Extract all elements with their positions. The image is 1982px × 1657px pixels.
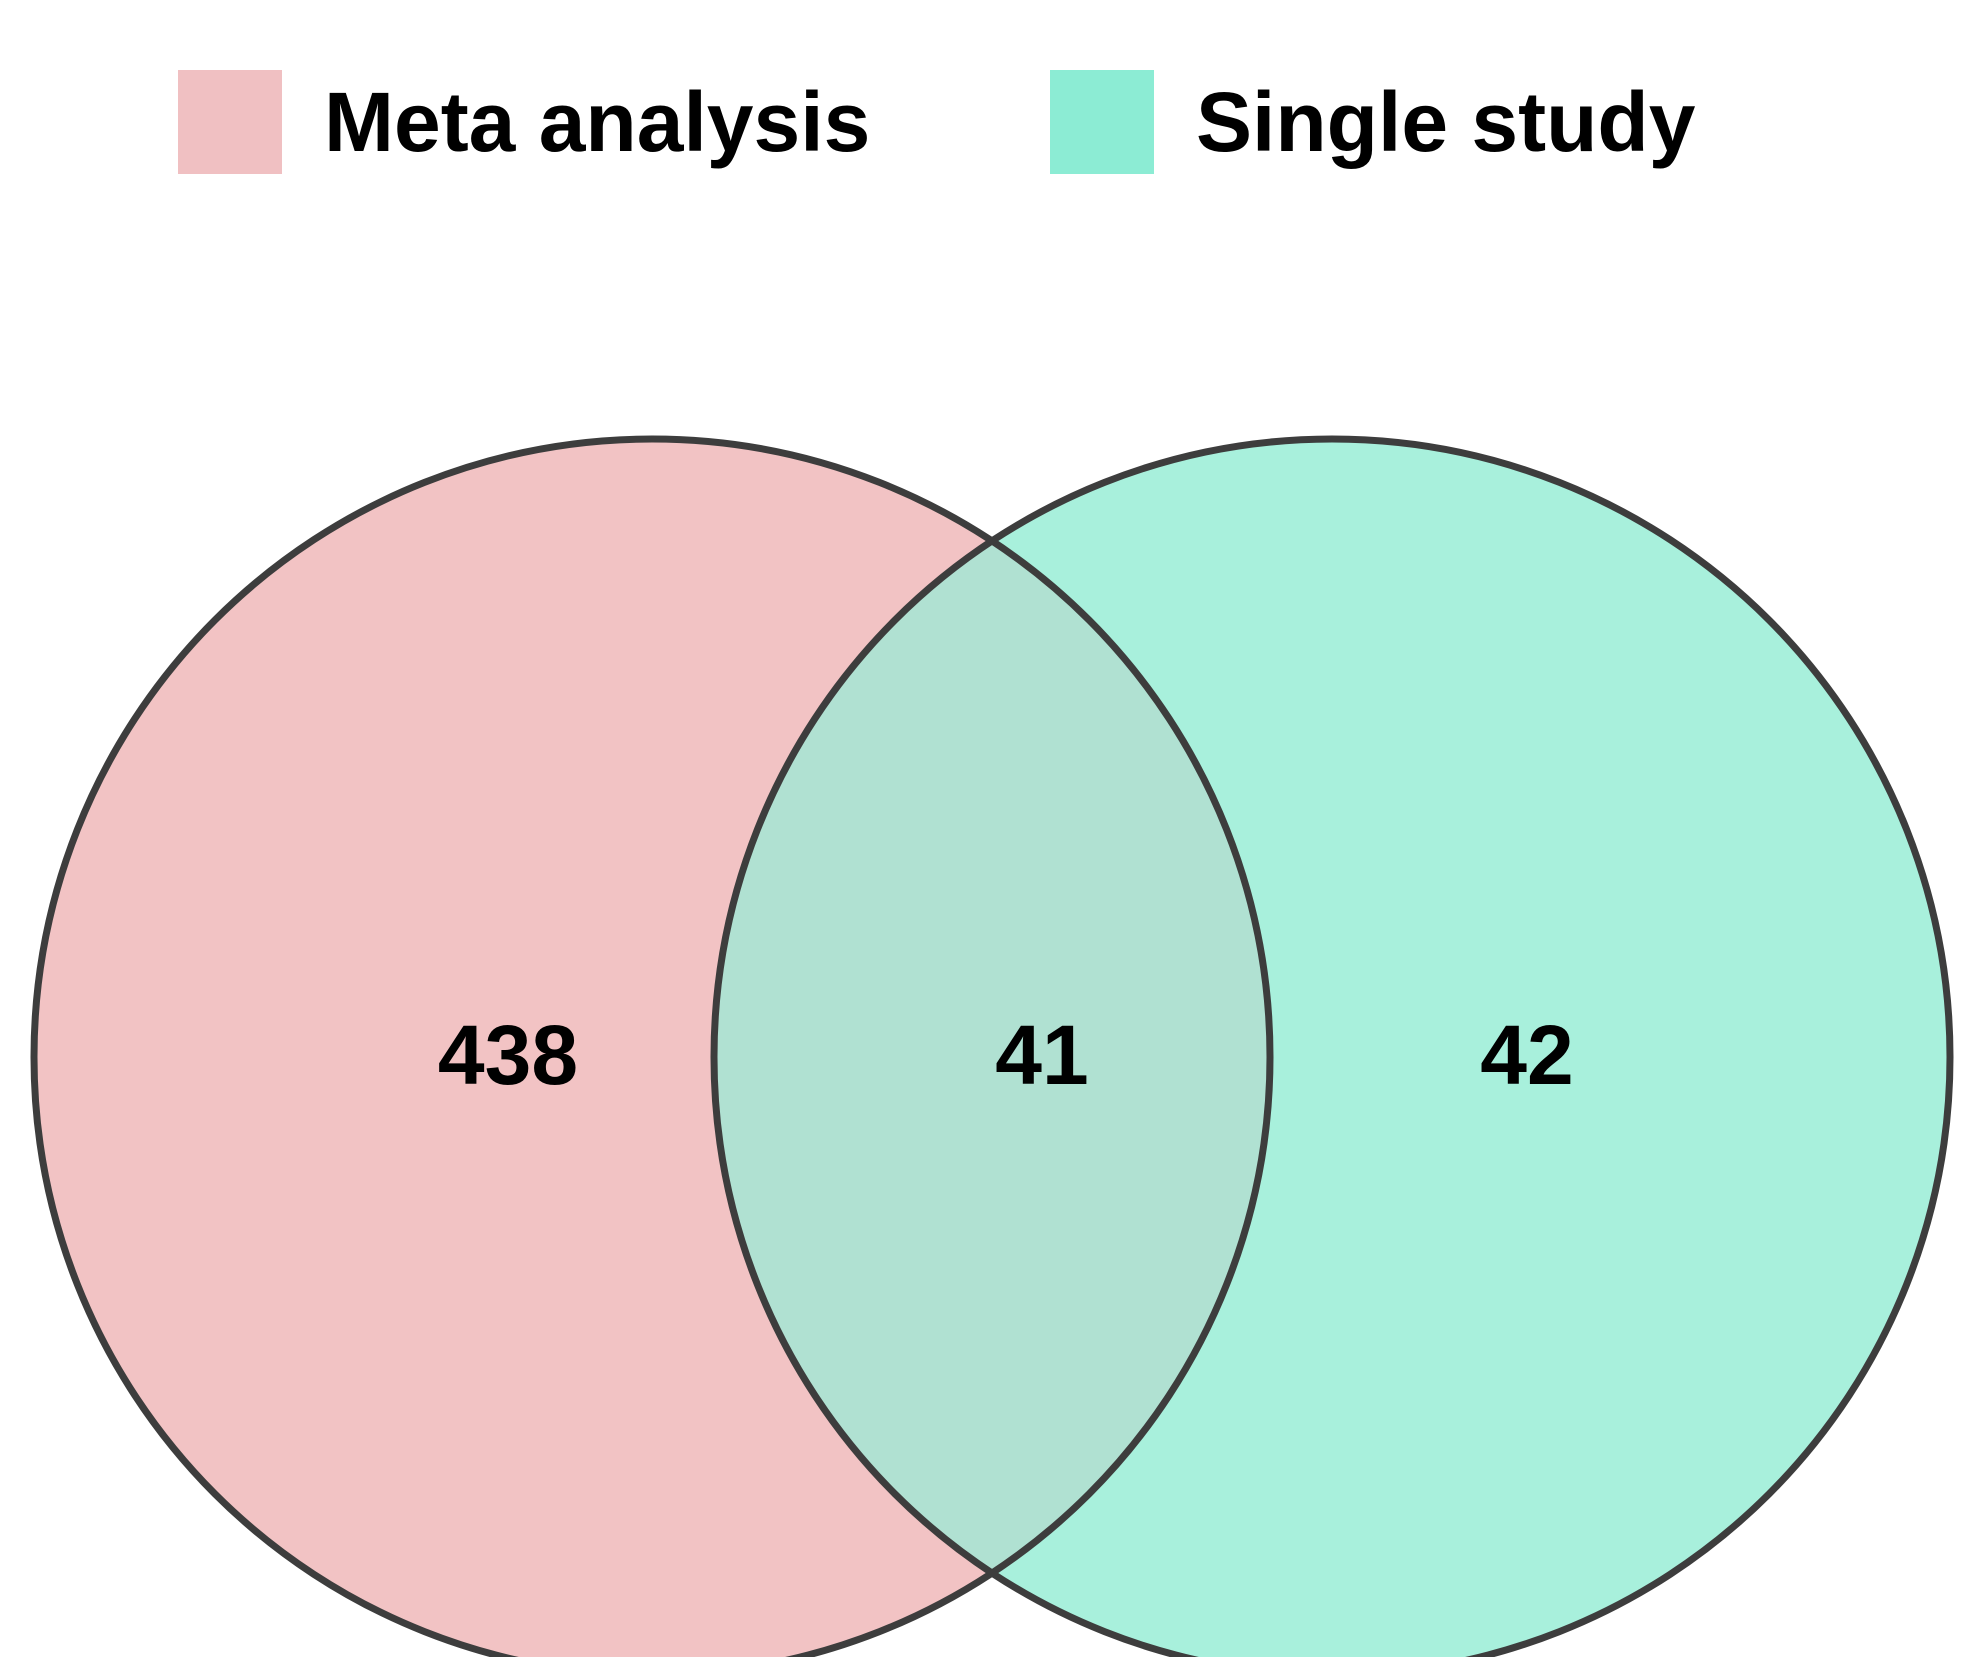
count-meta-analysis-only: 438 [438,1008,578,1102]
legend-item-meta-analysis: Meta analysis [178,70,870,174]
venn-overlap-region [714,439,1270,1657]
count-intersection: 41 [995,1008,1088,1102]
legend: Meta analysis Single study [0,0,1982,220]
count-single-study-only: 42 [1480,1008,1573,1102]
legend-label-meta-analysis: Meta analysis [324,75,871,169]
legend-swatch-meta-analysis [178,70,282,174]
legend-item-single-study: Single study [1050,70,1695,174]
legend-label-single-study: Single study [1196,75,1696,169]
venn-outline-meta-analysis [30,435,1274,1657]
legend-swatch-single-study [1050,70,1154,174]
venn-outline-single-study [710,435,1954,1657]
